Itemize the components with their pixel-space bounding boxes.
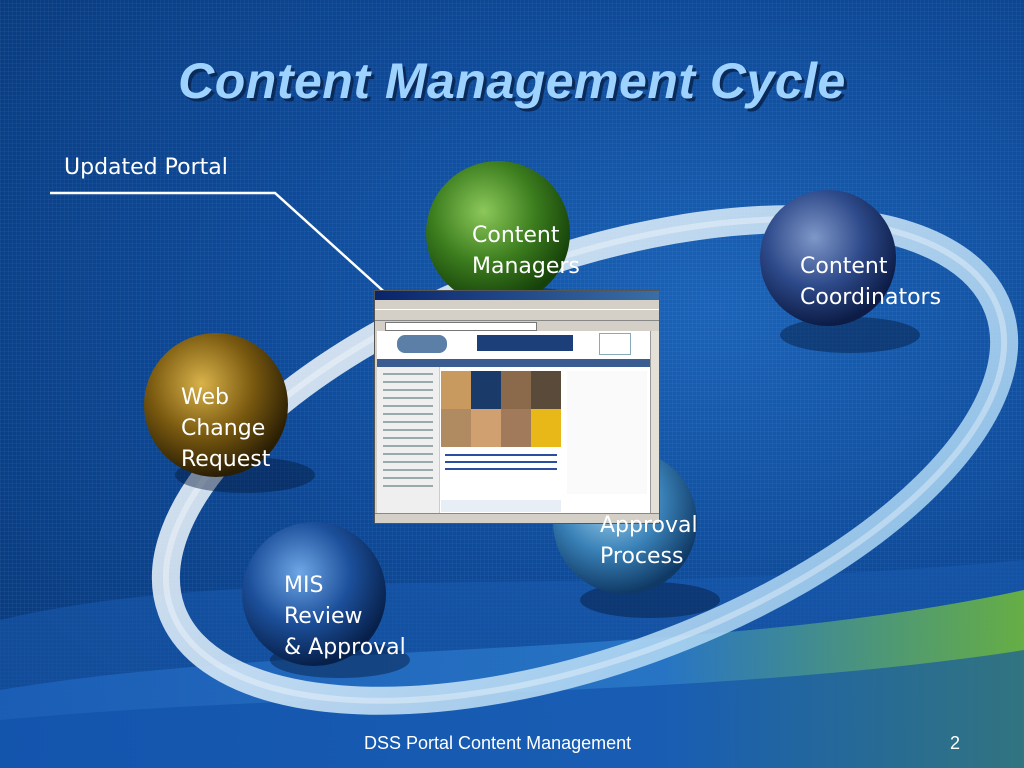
node-label-line: Review [284,604,363,629]
page-number: 2 [950,733,961,753]
department-banner [477,335,573,351]
node-web-change-request: Web Change Request [181,382,270,475]
node-approval-process: Approval Process [600,510,698,572]
browser-addressbar [375,321,659,331]
node-label-line: Coordinators [800,285,942,310]
browser-page [377,331,651,514]
node-label-line: Approval [600,513,698,538]
page-nav-bar [377,359,651,367]
node-content-coordinators-sphere [760,190,896,326]
node-label-line: & Approval [284,635,406,660]
page-left-menu [377,367,440,514]
node-web-change-request-sphere [144,333,288,477]
photo-mosaic [441,371,561,447]
page-right-column [567,371,647,494]
node-mis-review: MIS Review & Approval [284,570,406,663]
portal-screenshot [374,290,660,524]
browser-titlebar [375,291,659,300]
dss-logo [599,333,631,355]
node-label-line: MIS [284,573,324,598]
node-content-managers-sphere [426,161,570,305]
node-content-managers: Content Managers [472,220,580,282]
node-label-line: Content [800,254,888,279]
latest-news-box [441,500,561,512]
footer-text: DSS Portal Content Management [364,733,632,753]
node-mis-review-sphere [242,522,386,666]
node-label-line: Request [181,447,271,472]
slide-title: Content Management Cycle [178,53,846,109]
browser-statusbar [375,513,659,523]
browser-menubar [375,300,659,309]
node-label-line: Change [181,416,266,441]
node-label-line: Web [181,385,229,410]
page-links [441,449,561,479]
node-label-line: Managers [472,254,580,279]
node-label-line: Content [472,223,560,248]
ct-gov-logo [397,335,447,353]
callout-updated-portal: Updated Portal [64,155,228,180]
browser-toolbar [375,309,659,321]
node-label-line: Process [600,544,684,569]
node-content-coordinators: Content Coordinators [800,251,941,313]
browser-scrollbar [650,331,659,514]
